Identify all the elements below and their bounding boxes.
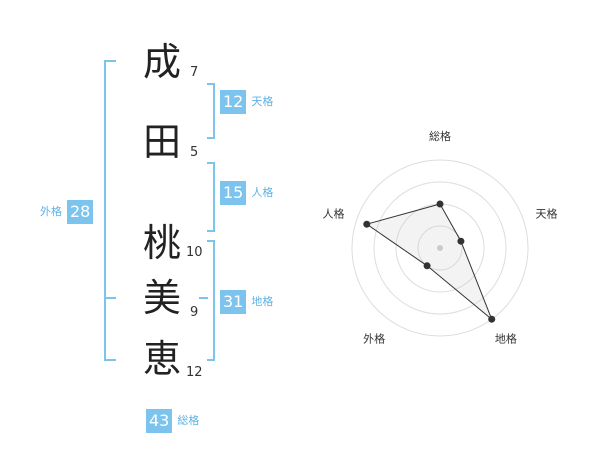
soukaku-label: 総格	[177, 414, 200, 427]
tenkaku-bracket	[207, 83, 215, 139]
radar-ring-1	[417, 225, 463, 271]
radar-point-2	[457, 237, 465, 245]
radar-points	[363, 200, 496, 323]
tenkaku-label: 天格	[251, 95, 274, 108]
gaikaku-value: 28	[67, 200, 94, 224]
radar-axis-label-1: 総格	[429, 129, 451, 143]
radar-axis-label-3: 地格	[495, 332, 517, 346]
gaikaku-label: 外格	[40, 205, 62, 218]
radar-axis-label-5: 人格	[322, 206, 344, 220]
radar-axis-label-4: 外格	[363, 332, 385, 346]
soukaku-value: 43	[146, 409, 173, 433]
gaikaku-bracket-tick	[104, 297, 116, 299]
gaikaku-bracket	[104, 60, 116, 361]
name-char-5: 恵	[142, 337, 181, 381]
radar-point-5	[363, 220, 371, 228]
jinkaku-bracket	[207, 162, 215, 232]
name-char-4: 美	[142, 276, 181, 320]
jinkaku-value: 15	[220, 181, 247, 205]
chikaku-value: 31	[220, 290, 247, 314]
chikaku-bracket	[207, 240, 215, 361]
radar-ring-4	[351, 159, 529, 337]
radar-ring-3	[373, 181, 507, 315]
chikaku-bracket-tick	[199, 297, 208, 299]
stroke-count-2: 5	[190, 145, 199, 160]
stroke-count-3: 10	[186, 245, 203, 260]
radar-point-4	[423, 262, 431, 270]
soukaku-score: 43 総格	[146, 409, 199, 433]
tenkaku-score: 12 天格	[220, 90, 273, 114]
gaikaku-score: 外格 28	[40, 200, 94, 224]
jinkaku-label: 人格	[251, 186, 274, 199]
radar-point-1	[436, 200, 444, 208]
chikaku-score: 31 地格	[220, 290, 273, 314]
radar-axis-label-2: 天格	[536, 206, 558, 220]
name-char-1: 成	[142, 40, 181, 84]
stroke-count-4: 9	[190, 305, 199, 320]
radar-point-3	[488, 315, 496, 323]
tenkaku-value: 12	[220, 90, 247, 114]
radar-center	[437, 245, 443, 251]
jinkaku-score: 15 人格	[220, 181, 273, 205]
stroke-count-1: 7	[190, 65, 199, 80]
stroke-count-5: 12	[186, 365, 203, 380]
name-char-2: 田	[142, 120, 181, 164]
name-char-3: 桃	[142, 221, 181, 265]
chikaku-label: 地格	[251, 295, 274, 308]
radar-shape	[365, 203, 493, 320]
